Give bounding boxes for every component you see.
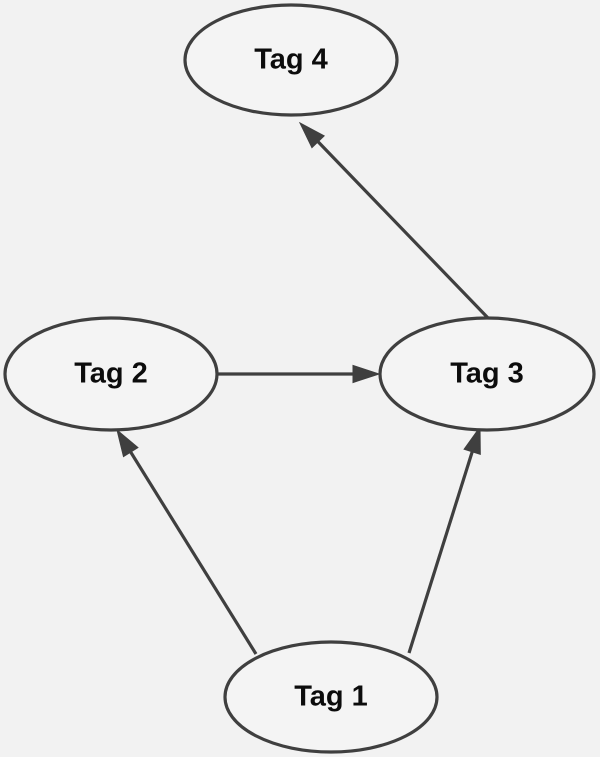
node-tag2[interactable]: Tag 2 [3, 316, 219, 432]
edge-tag1-tag2 [116, 428, 258, 655]
node-label: Tag 3 [450, 358, 524, 390]
edge-line [407, 449, 475, 654]
node-ellipse[interactable] [378, 316, 596, 432]
edge-tag1-tag3 [407, 425, 481, 654]
node-label: Tag 4 [254, 44, 328, 76]
node-tag4[interactable]: Tag 4 [183, 3, 399, 117]
edge-arrowhead [352, 364, 381, 384]
edge-arrowhead [298, 121, 326, 149]
node-label: Tag 2 [74, 358, 148, 390]
node-ellipse[interactable] [223, 640, 439, 754]
edge-arrowhead [463, 425, 481, 456]
node-ellipse[interactable] [183, 3, 399, 117]
edge-line [128, 449, 258, 655]
edge-arrowhead [116, 428, 139, 458]
edges-layer [116, 121, 491, 655]
edge-line [315, 139, 491, 321]
node-label: Tag 1 [294, 681, 368, 713]
edge-tag2-tag3 [218, 364, 381, 384]
node-ellipse[interactable] [3, 316, 219, 432]
node-tag3[interactable]: Tag 3 [378, 316, 596, 432]
node-tag1[interactable]: Tag 1 [223, 640, 439, 754]
nodes-layer: Tag 4 Tag 2 Tag 3 Tag 1 [3, 3, 596, 754]
edge-tag3-tag4 [298, 121, 491, 321]
